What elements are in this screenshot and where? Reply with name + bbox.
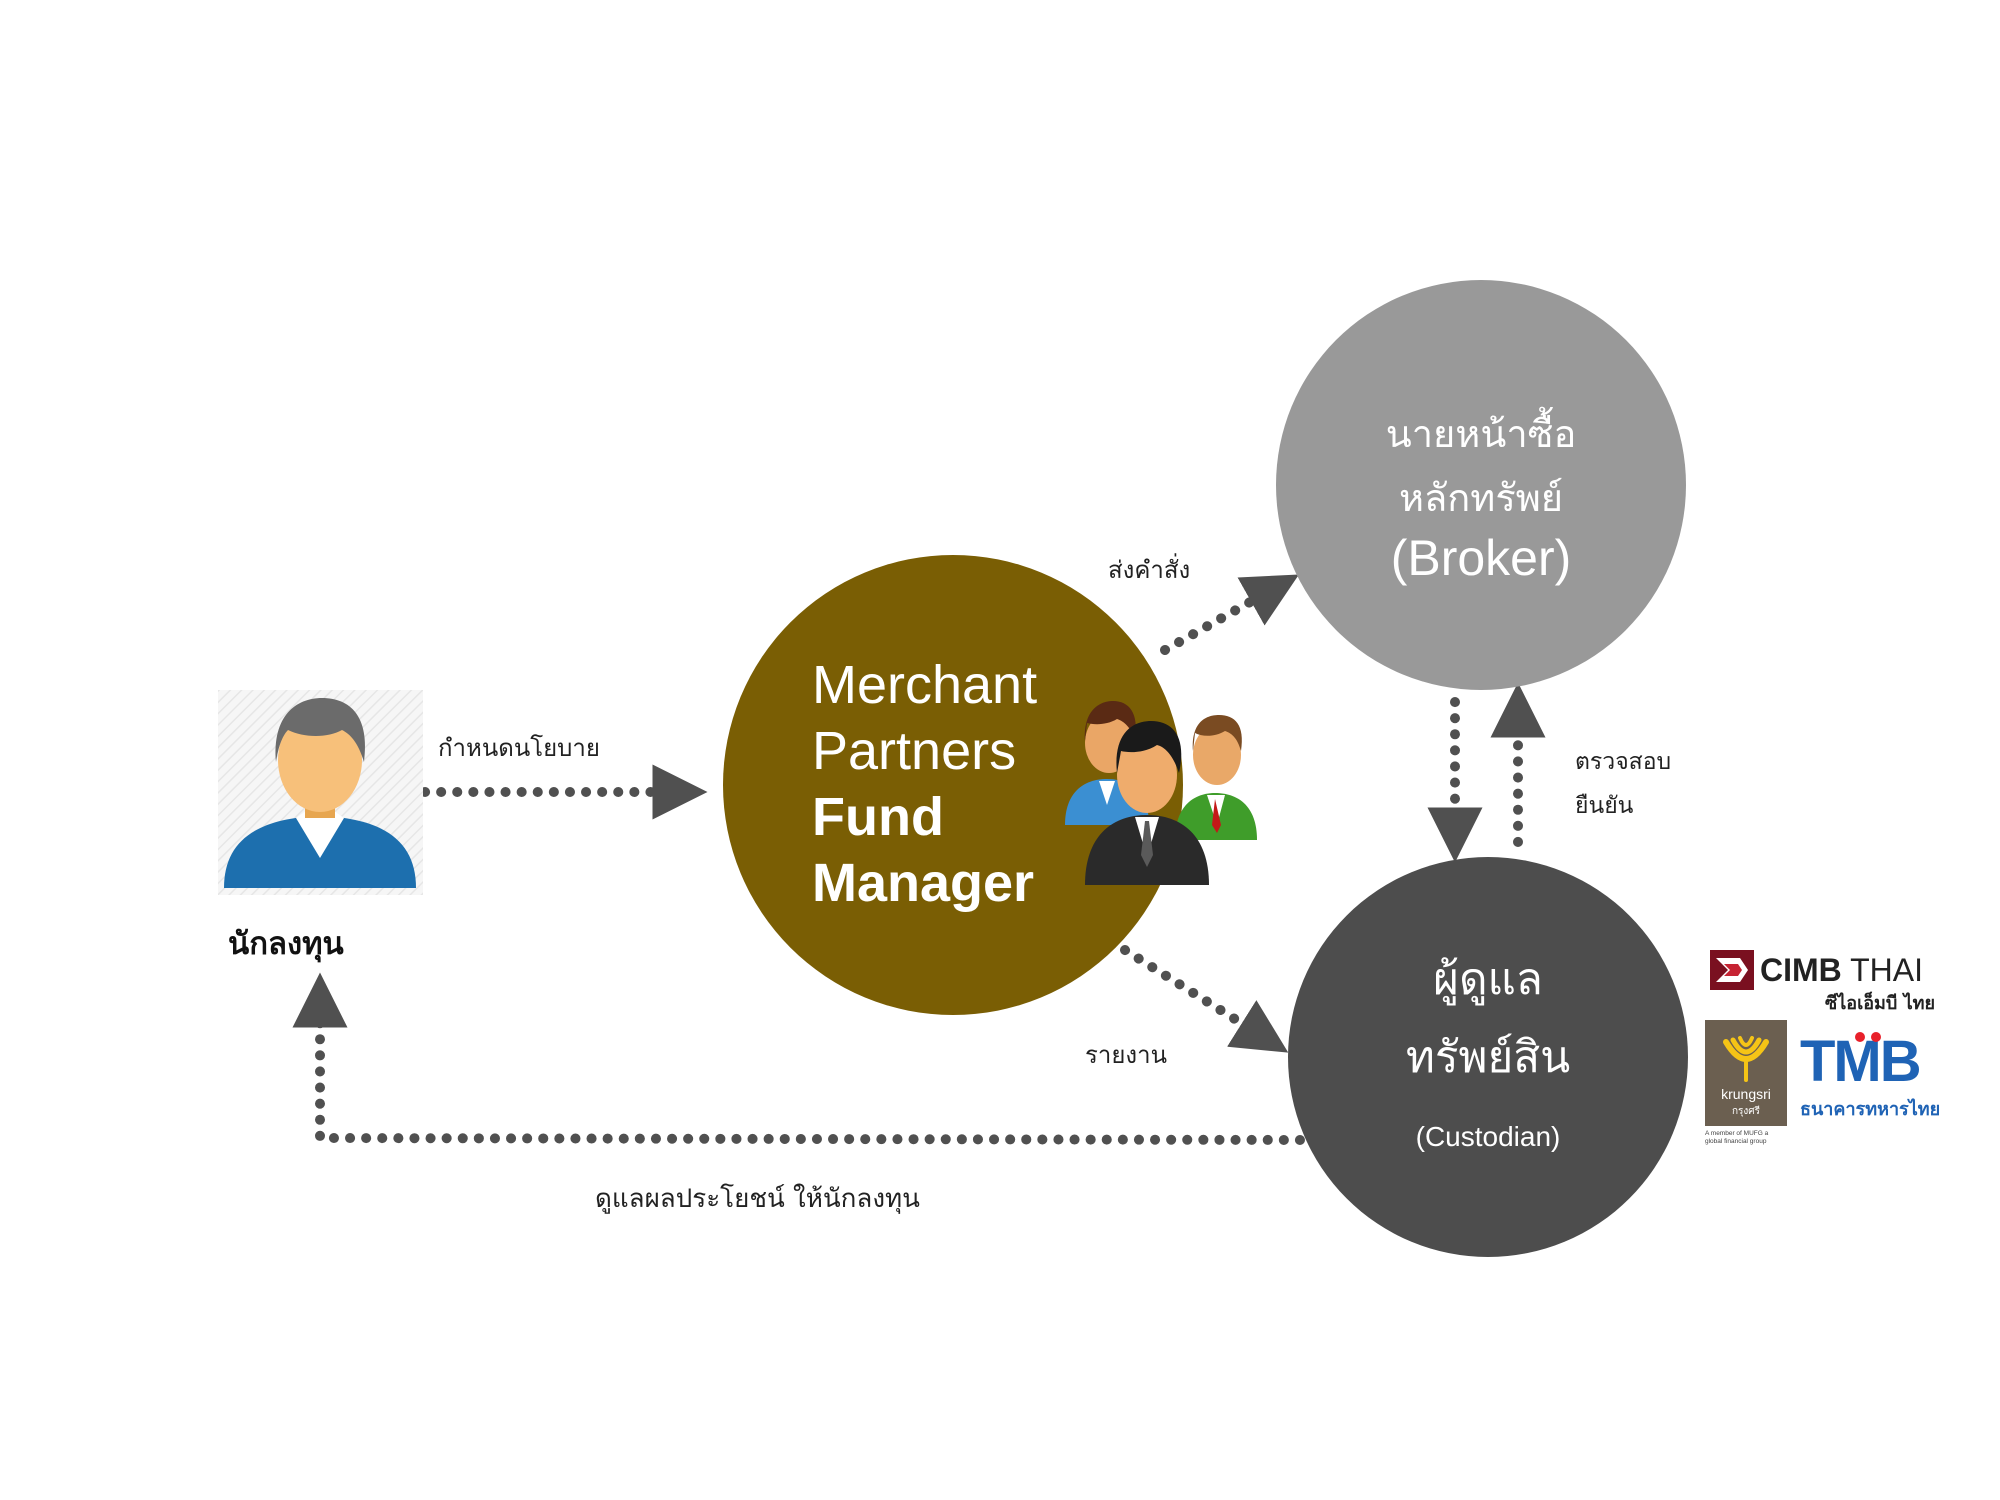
krungsri-tagline: A member of MUFG a global financial grou… — [1705, 1130, 1769, 1145]
cimb-name: CIMB — [1760, 952, 1842, 988]
krungsri-name: krungsri — [1721, 1086, 1771, 1102]
krungsri-thai: กรุงศรี — [1731, 1106, 1761, 1117]
custodian-node: ผู้ดูแล ทรัพย์สิน (Custodian) — [1288, 857, 1688, 1257]
label-custodian-to-investor: ดูแลผลประโยชน์ ให้นักลงทุน — [595, 1184, 920, 1214]
cimb-thai-logo: CIMB THAI ซีไอเอ็มบี ไทย — [1710, 950, 1955, 1014]
investor-label: นักลงทุน — [228, 926, 344, 962]
cimb-thai-word: THAI — [1850, 952, 1923, 988]
custodian-line1: ผู้ดูแล — [1433, 954, 1543, 1005]
fund-manager-line4: Manager — [812, 853, 1035, 913]
arrow-fund-to-custodian — [1120, 945, 1289, 1053]
cimb-thai-script: ซีไอเอ็มบี ไทย — [1825, 993, 1936, 1014]
arrow-fund-to-broker — [1160, 574, 1299, 655]
cimb-mark-icon — [1710, 950, 1754, 990]
fund-manager-line3: Fund — [812, 787, 944, 847]
label-confirm: ยืนยัน — [1575, 793, 1634, 819]
krungsri-mark-icon — [1723, 1036, 1769, 1082]
business-team-icon — [1065, 701, 1257, 885]
broker-node: นายหน้าซื้อ หลักทรัพย์ (Broker) — [1276, 280, 1686, 690]
tmb-thai: ธนาคารทหารไทย — [1800, 1099, 1941, 1120]
arrow-custodian-to-investor — [292, 972, 1305, 1145]
label-fund-to-broker: ส่งคำสั่ง — [1108, 556, 1191, 584]
label-investor-to-fund: กำหนดนโยบาย — [438, 734, 600, 762]
fund-manager-line1: Merchant — [812, 655, 1038, 715]
fund-manager-line2: Partners — [812, 721, 1017, 781]
label-fund-to-custodian: รายงาน — [1085, 1041, 1168, 1069]
investor-icon — [218, 690, 423, 895]
broker-line2: หลักทรัพย์ — [1398, 476, 1564, 520]
tmb-logo: TMB ธนาคารทหารไทย — [1800, 1030, 1955, 1121]
fund-manager-text: Merchant Partners Fund Manager — [812, 652, 1037, 916]
tmb-accent-icon — [1855, 1032, 1881, 1042]
custodian-line3: (Custodian) — [1415, 1121, 1561, 1152]
label-verify: ตรวจสอบ — [1575, 749, 1672, 775]
broker-line1: นายหน้าซื้อ — [1385, 412, 1577, 456]
krungsri-logo: krungsri กรุงศรี A member of MUFG a glob… — [1705, 1020, 1787, 1148]
broker-line3: (Broker) — [1390, 530, 1572, 586]
custodian-line2: ทรัพย์สิน — [1405, 1032, 1571, 1083]
